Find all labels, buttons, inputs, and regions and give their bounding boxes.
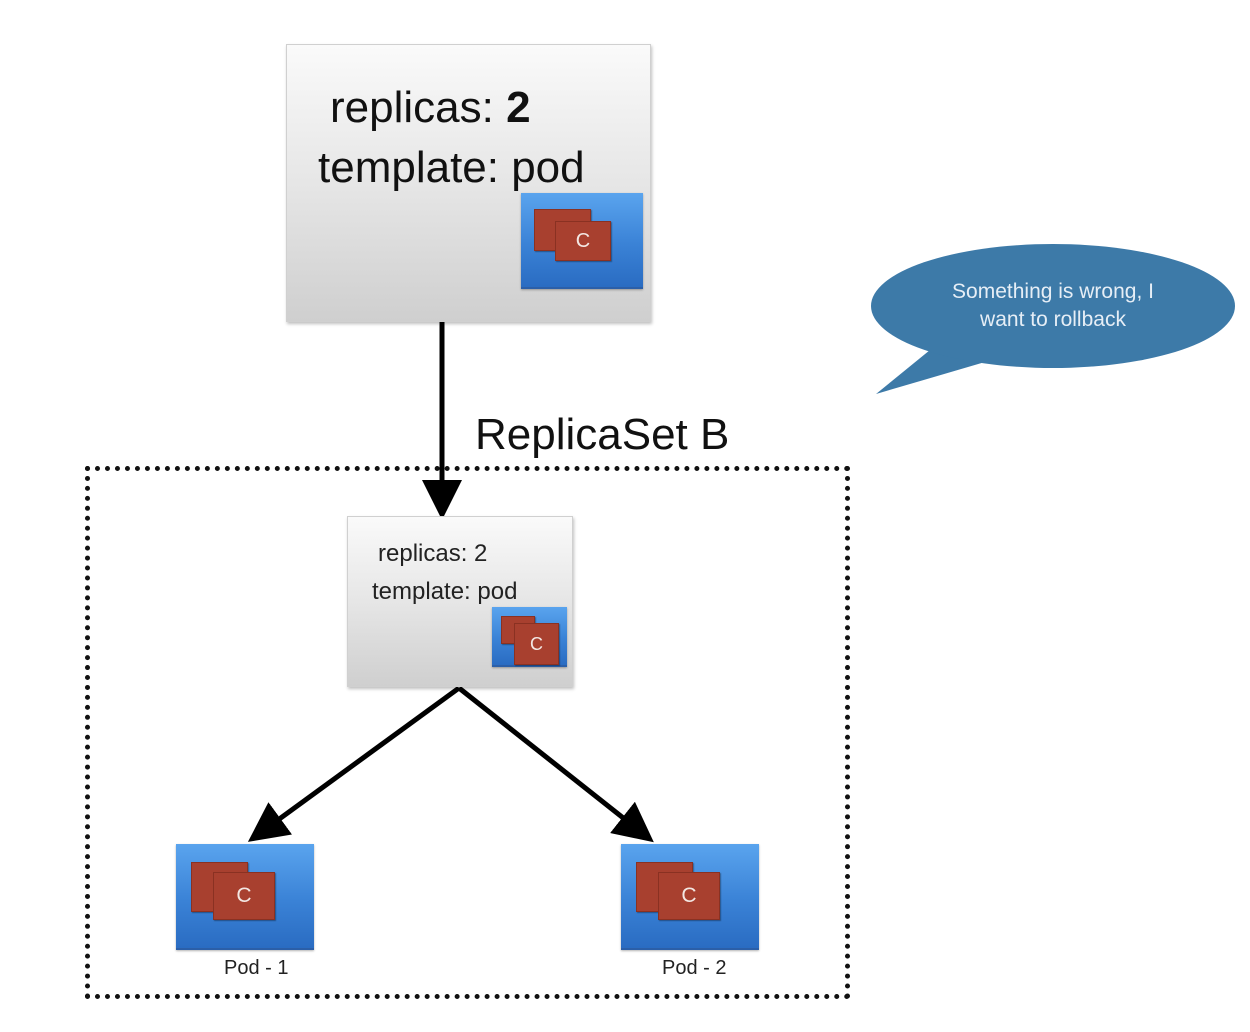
replicaset-boundary: [85, 466, 850, 999]
deployment-replicas-value: 2: [506, 83, 531, 132]
replicaset-template-line: template: pod: [372, 578, 518, 605]
replicaset-pod-template-icon: C: [492, 607, 567, 667]
pod-1-icon: C: [176, 844, 314, 950]
container-icon: C: [514, 623, 559, 665]
speech-bubble-line-2: want to rollback: [980, 308, 1126, 331]
deployment-template-line: template: pod: [318, 143, 585, 192]
container-icon: C: [658, 872, 720, 920]
pod-1-label: Pod - 1: [224, 957, 289, 979]
speech-bubble-text: Something is wrong, I want to rollback: [878, 278, 1228, 334]
speech-bubble-line-1: Something is wrong, I: [952, 280, 1154, 303]
deployment-pod-template-icon: C: [521, 193, 643, 289]
replicaset-replicas-line: replicas: 2: [378, 540, 488, 567]
deployment-replicas-label: replicas:: [330, 83, 494, 132]
pod-2-icon: C: [621, 844, 759, 950]
arrow-replicaset-to-pod-1: [247, 685, 461, 842]
pod-2-label: Pod - 2: [662, 957, 727, 979]
replicaset-title: ReplicaSet B: [475, 410, 730, 459]
speech-bubble: [871, 244, 1235, 394]
container-icon: C: [555, 221, 611, 261]
arrow-replicaset-to-pod-2: [457, 686, 654, 843]
deployment-replicas-line: replicas: 2: [330, 86, 531, 130]
container-icon: C: [213, 872, 275, 920]
